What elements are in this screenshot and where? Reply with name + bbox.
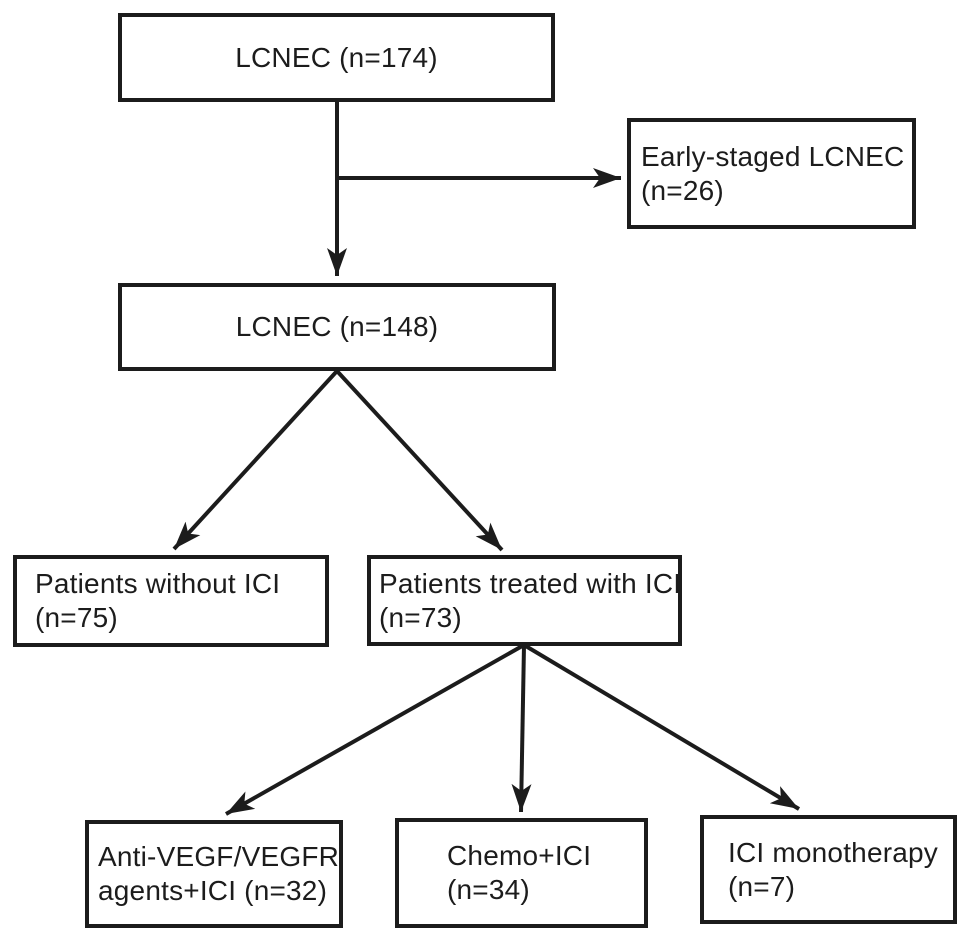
box-ici-monotherapy-line2: (n=7) — [728, 870, 796, 902]
arrow-ici-to-anti-vegf — [225, 643, 525, 816]
box-with-ici-line1: Patients treated with ICI — [379, 567, 682, 599]
box-early-staged-line2: (n=26) — [641, 174, 724, 206]
box-with-ici: Patients treated with ICI (n=73) — [367, 555, 682, 646]
arrow-advanced-to-without-ici — [172, 369, 339, 551]
box-chemo-ici-line1: Chemo+ICI — [447, 840, 592, 871]
box-ici-monotherapy-line1: ICI monotherapy — [728, 836, 938, 868]
box-lcnec-advanced-label: LCNEC (n=148) — [235, 311, 439, 342]
box-lcnec-advanced: LCNEC (n=148) — [118, 283, 556, 371]
box-anti-vegf-ici: Anti-VEGF/VEGFR agents+ICI (n=32) — [85, 820, 343, 928]
box-anti-vegf-ici-line2: agents+ICI (n=32) — [98, 875, 328, 906]
box-without-ici-line1: Patients without ICI — [35, 568, 281, 599]
box-early-staged: Early-staged LCNEC (n=26) — [627, 118, 916, 229]
box-lcnec-total: LCNEC (n=174) — [118, 13, 555, 102]
box-ici-monotherapy: ICI monotherapy (n=7) — [700, 815, 957, 924]
box-anti-vegf-ici-line1: Anti-VEGF/VEGFR — [98, 841, 340, 872]
box-chemo-ici-line2: (n=34) — [447, 874, 530, 905]
arrow-ici-to-monotherapy — [522, 643, 801, 811]
box-with-ici-line2: (n=73) — [379, 601, 462, 633]
box-chemo-ici: Chemo+ICI (n=34) — [395, 818, 648, 928]
box-without-ici: Patients without ICI (n=75) — [13, 555, 329, 647]
box-early-staged-line1: Early-staged LCNEC — [641, 140, 905, 172]
arrow-advanced-to-with-ici — [335, 369, 504, 552]
box-without-ici-line2: (n=75) — [35, 602, 118, 633]
box-lcnec-total-label: LCNEC (n=174) — [235, 41, 438, 73]
arrow-ici-to-chemo — [511, 644, 532, 813]
